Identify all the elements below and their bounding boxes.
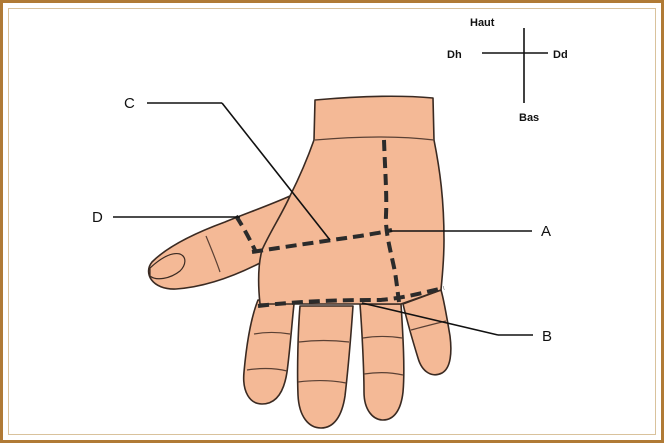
- hand-illustration: [149, 96, 451, 428]
- label-d: D: [92, 209, 103, 226]
- compass-right-label: Dd: [553, 49, 568, 61]
- ring-finger: [360, 304, 404, 420]
- compass-up-label: Haut: [470, 17, 495, 29]
- middle-finger: [298, 306, 353, 428]
- label-b: B: [542, 328, 552, 345]
- orientation-compass: Haut Bas Dh Dd: [447, 17, 568, 124]
- label-c: C: [124, 95, 135, 112]
- compass-left-label: Dh: [447, 49, 462, 61]
- label-a: A: [541, 223, 551, 240]
- index-finger: [244, 300, 294, 404]
- compass-down-label: Bas: [519, 112, 539, 124]
- little-finger: [403, 290, 451, 375]
